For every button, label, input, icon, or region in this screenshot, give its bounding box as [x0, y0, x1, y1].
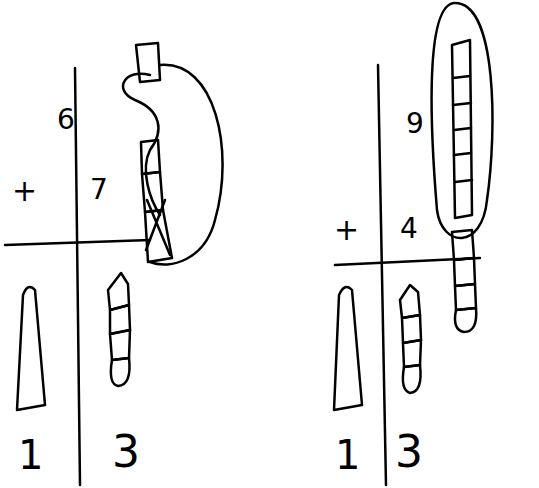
unit-dividers: [453, 76, 472, 182]
grouping-stroke: [123, 74, 160, 215]
grouping-loop: [432, 3, 493, 238]
column-line: [378, 65, 386, 485]
unit-block: [452, 230, 474, 260]
ten-rod: [17, 287, 45, 410]
digit: 4: [400, 215, 418, 243]
digit: 9: [406, 110, 424, 138]
unit-block: [403, 365, 421, 393]
unit-column: [452, 40, 472, 218]
unit-block: [108, 273, 129, 310]
cross-out: [146, 200, 170, 255]
unit-block: [136, 43, 160, 82]
plus-sign: +: [334, 215, 359, 245]
sum-line: [5, 240, 150, 245]
unit-block: [400, 285, 420, 318]
ten-rod: [334, 287, 362, 410]
unit-block: [455, 284, 476, 310]
digit: 7: [90, 176, 108, 204]
digit: 3: [112, 430, 140, 474]
unit-block: [141, 140, 160, 174]
digit: 6: [57, 106, 75, 134]
digit: 3: [395, 430, 423, 474]
unit-block: [110, 330, 130, 360]
digit: 1: [335, 435, 360, 475]
column-line: [75, 68, 80, 485]
unit-block: [111, 358, 130, 386]
unit-block: [402, 315, 421, 343]
unit-block: [455, 308, 476, 332]
unit-block: [403, 340, 421, 367]
plus-sign: +: [12, 176, 37, 206]
digit: 1: [18, 435, 43, 475]
unit-block: [454, 258, 475, 286]
